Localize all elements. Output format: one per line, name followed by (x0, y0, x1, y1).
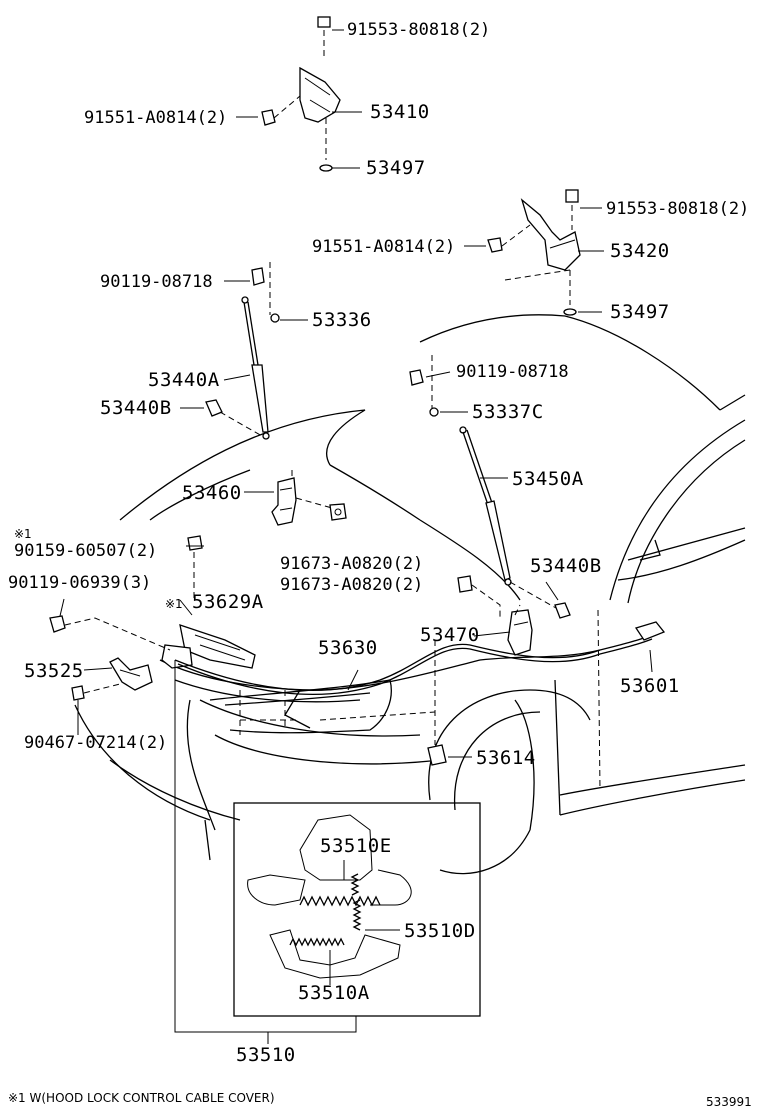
label-90467-07214: 90467-07214(2) (24, 733, 167, 753)
hinge-53420 (487, 189, 581, 316)
label-53510: 53510 (236, 1044, 296, 1066)
label-53497-top: 53497 (366, 157, 426, 179)
release-cable-53630 (174, 621, 666, 766)
label-91553-80818-right: 91553-80818(2) (606, 199, 749, 219)
label-53510d: 53510D (404, 920, 476, 942)
vehicle-body-outline (74, 314, 746, 875)
label-53440a: 53440A (148, 369, 220, 391)
hood-lock-striker-53460 (271, 470, 347, 526)
label-53336: 53336 (312, 309, 372, 331)
label-53497-right: 53497 (610, 301, 670, 323)
label-note-mark-1: ※1 (14, 527, 32, 541)
label-91553-80818-top: 91553-80818(2) (347, 20, 490, 40)
label-53410: 53410 (370, 101, 430, 123)
label-53470: 53470 (420, 624, 480, 646)
hood-support-left (205, 262, 280, 440)
bracket-53525 (71, 657, 153, 701)
label-53614: 53614 (476, 747, 536, 769)
diagram-code: 533991 (706, 1095, 752, 1109)
label-90119-08718-right: 90119-08718 (456, 362, 569, 382)
label-91673-a0820-b: 91673-A0820(2) (280, 575, 423, 595)
label-53525: 53525 (24, 660, 84, 682)
label-53420: 53420 (610, 240, 670, 262)
detail-box-53510 (174, 660, 481, 1044)
label-53510a: 53510A (298, 982, 370, 1004)
part-labels: 91553-80818(2) 91551-A0814(2) 53410 5349… (8, 20, 752, 1109)
label-90119-08718-left: 90119-08718 (100, 272, 213, 292)
label-91551-a0814-right: 91551-A0814(2) (312, 237, 455, 257)
label-53337c: 53337C (472, 401, 544, 423)
hood-catch-53470 (457, 575, 533, 656)
leader-lines (59, 29, 653, 758)
label-91551-a0814-top: 91551-A0814(2) (84, 108, 227, 128)
label-53440b-left: 53440B (100, 397, 172, 419)
label-91673-a0820-a: 91673-A0820(2) (280, 554, 423, 574)
label-note-mark-2: ※1 (165, 597, 183, 611)
label-53630: 53630 (318, 637, 378, 659)
footnote: ※1 W(HOOD LOCK CONTROL CABLE COVER) (8, 1091, 275, 1105)
label-53450a: 53450A (512, 468, 584, 490)
hinge-53410 (261, 16, 341, 172)
label-90119-06939: 90119-06939(3) (8, 573, 151, 593)
label-90159-60507: 90159-60507(2) (14, 541, 157, 561)
label-53601: 53601 (620, 675, 680, 697)
label-53510e: 53510E (320, 835, 392, 857)
label-53629a: 53629A (192, 591, 264, 613)
label-53460: 53460 (182, 482, 242, 504)
label-53440b-right: 53440B (530, 555, 602, 577)
hood-support-right (409, 355, 571, 619)
